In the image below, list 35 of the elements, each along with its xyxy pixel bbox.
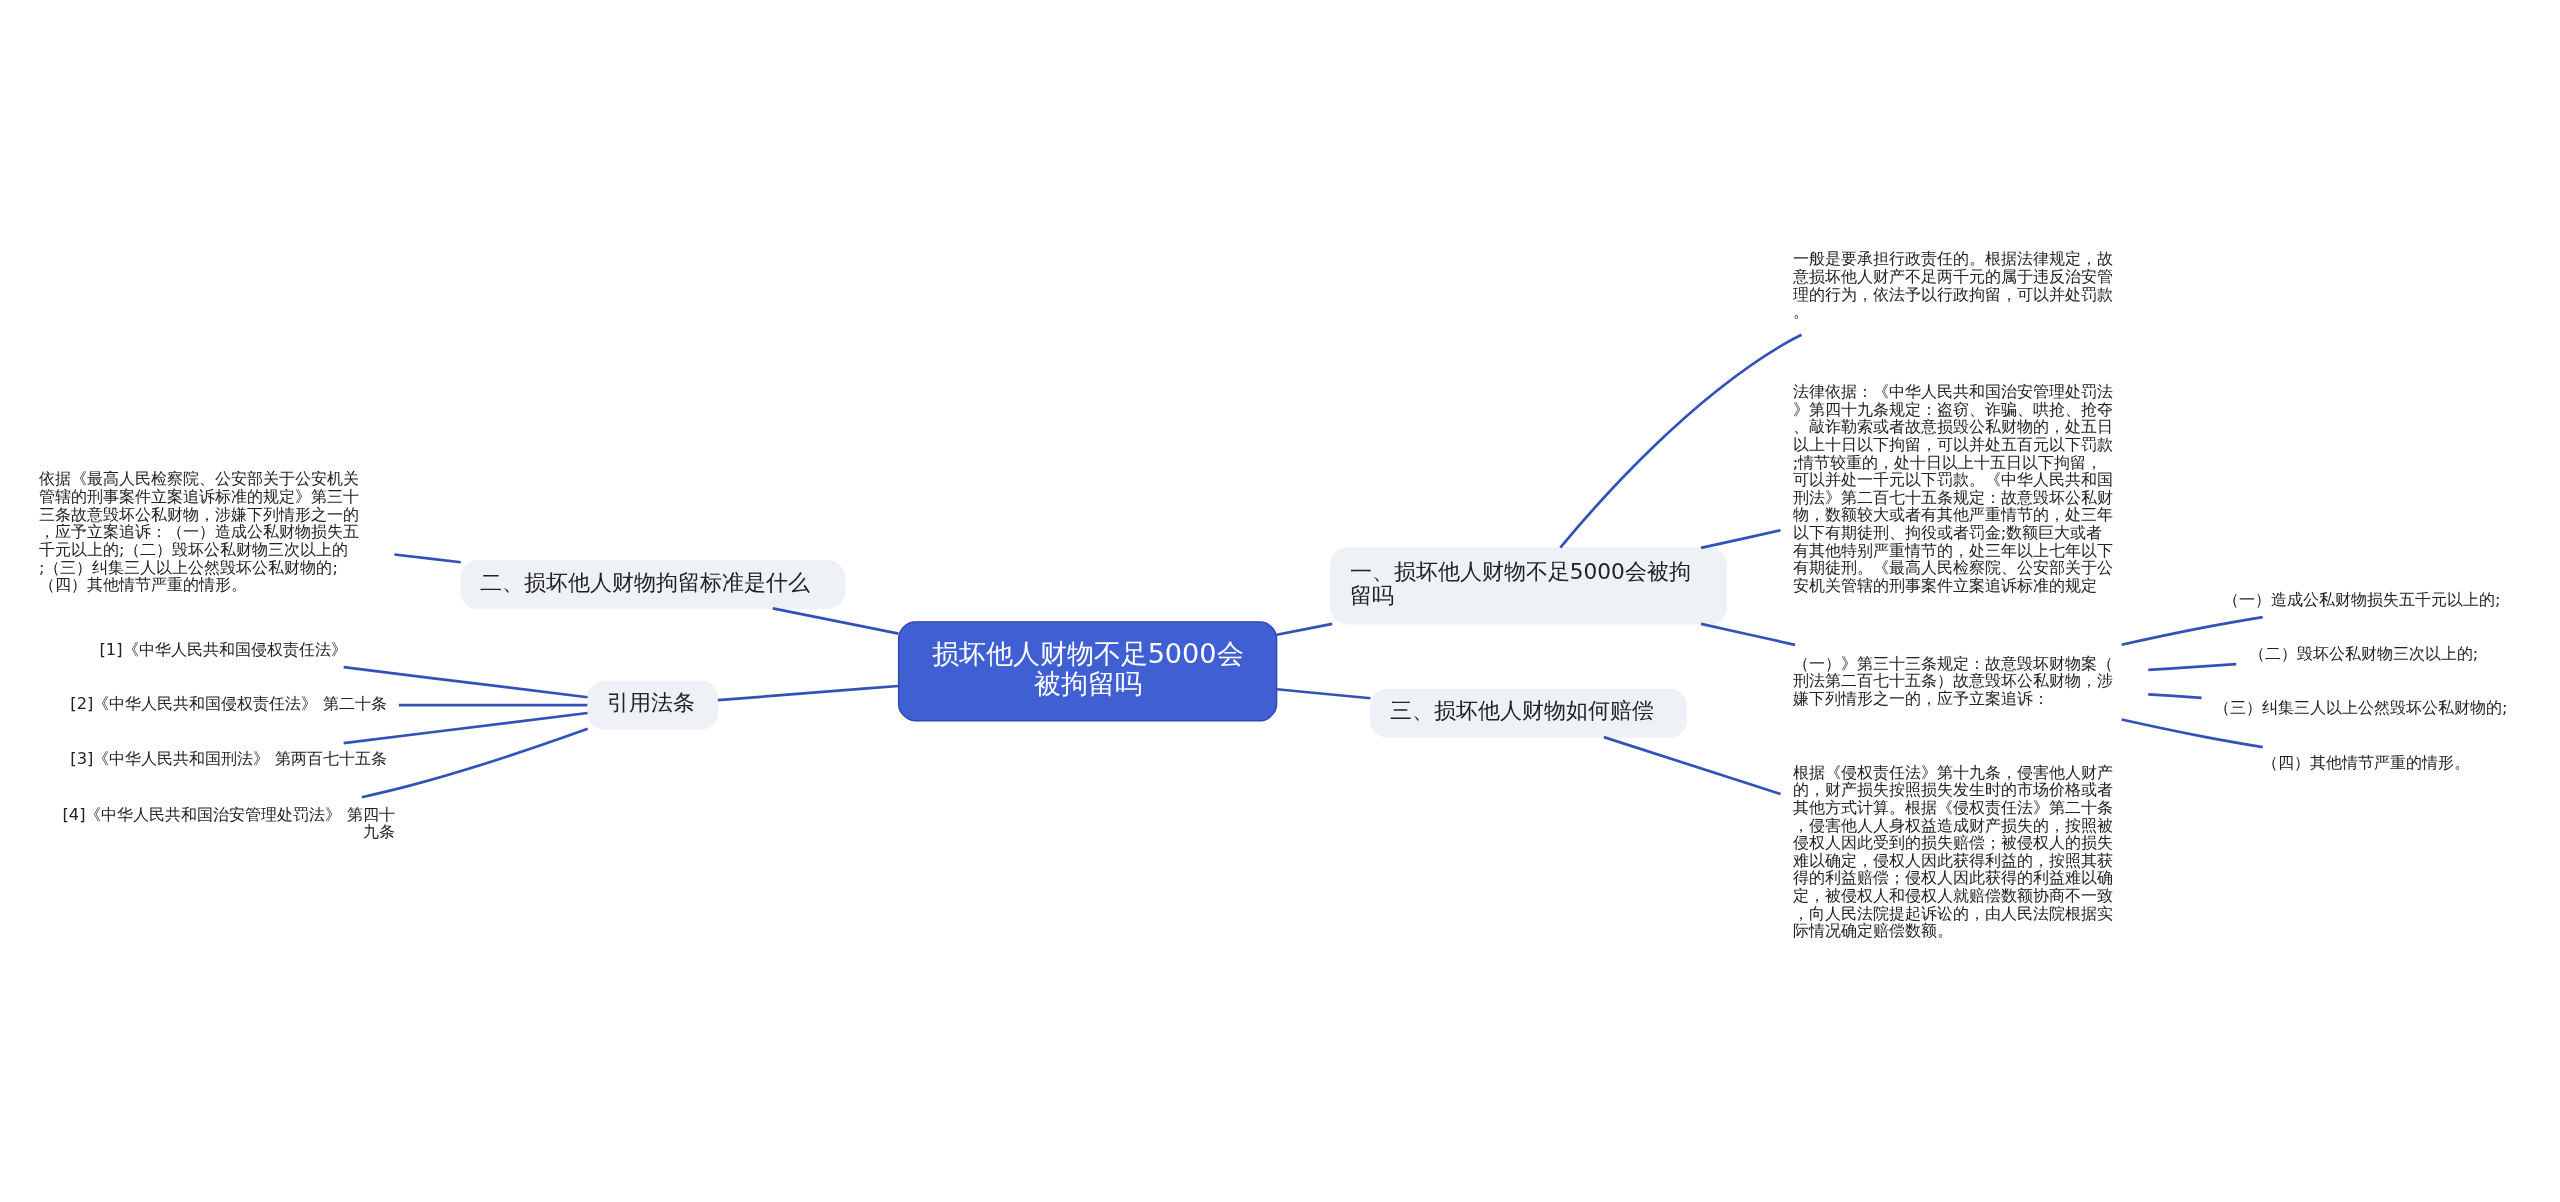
node-box: 引用法条	[587, 680, 719, 730]
connector	[1559, 333, 1803, 548]
node-box: 三、损坏他人财物如何赔偿	[1370, 688, 1688, 738]
connector	[1700, 528, 1781, 549]
node-box: 二、损坏他人财物拘留标准是什么	[460, 559, 846, 609]
connector	[717, 684, 899, 701]
connector	[2121, 615, 2263, 646]
node-text: （一）造成公私财物损失五千元以上的;	[2222, 589, 2501, 609]
node-text: [4]《中华人民共和国治安管理处罚法》 第四十九条	[62, 804, 395, 841]
node-text: 法律依据：《中华人民共和国治安管理处罚法》第四十九条规定：盗窃、诈骗、哄抢、抢夺、敲诈勒索或者故意损毁公私财物的，处五日以上十日以下拘留，可以并处五百元以下罚款;情节较重的，处十日以上十五日以下拘留，可以并处一千元以下罚款。《中华人民共和国刑法》第二百七十五条规定：故意毁坏公私财物，数额较大或者有其他严重情节的，处三年以下有期徒刑、拘役或者罚金;数额巨大或者有其他特别严重情节的，处三年以上七年以下有期徒刑。《最高人民检察院、公安部关于公安机关管辖的刑事案件立案追诉标准的规定	[1792, 381, 2113, 595]
node-text: [2]《中华人民共和国侵权责任法》 第二十条	[70, 693, 387, 713]
node-text: （一）》第三十三条规定：故意毁坏财物案（刑法第二百七十五条）故意毁坏公私财物，涉嫌下列情形之一的，应予立案追诉：	[1792, 653, 2113, 708]
node-text: （四）其他情节严重的情形。	[2262, 752, 2471, 772]
node-text: 一般是要承担行政责任的。根据法律规定，故意损坏他人财产不足两千元的属于违反治安管理的行为，依法予以行政拘留，可以并处罚款。	[1792, 248, 2113, 321]
connector	[1276, 622, 1333, 636]
node-text: （三）纠集三人以上公然毁坏公私财物的;	[2214, 697, 2508, 717]
node-text: 依据《最高人民检察院、公安部关于公安机关管辖的刑事案件立案追诉标准的规定》第三十三条故意毁坏公私财物，涉嫌下列情形之一的，应予立案追诉：（一）造成公私财物损失五千元以上的;（二）毁坏公私财物三次以上的;（三）纠集三人以上公然毁坏公私财物的;（四）其他情节严重的情形。	[39, 468, 360, 594]
connector	[2148, 692, 2202, 699]
connector	[1603, 735, 1781, 795]
connector	[1276, 687, 1371, 700]
connector	[2148, 662, 2237, 671]
connector	[398, 703, 588, 706]
node-text: 根据《侵权责任法》第十九条，侵害他人财产的，财产损失按照损失发生时的市场价格或者其他方式计算。根据《侵权责任法》第二十条，侵害他人人身权益造成财产损失的，按照被侵权人因此受到的损失赔偿；被侵权人的损失难以确定，侵权人因此获得利益的，按照其获得的利益赔偿；侵权人因此获得的利益难以确定，被侵权人和侵权人就赔偿数额协商不一致，向人民法院提起诉讼的，由人民法院根据实际情况确定赔偿数额。	[1792, 762, 2113, 940]
connector	[2121, 717, 2263, 748]
node-text: （二）毁坏公私财物三次以上的;	[2248, 643, 2479, 663]
connector	[343, 665, 588, 699]
connector	[772, 606, 899, 635]
node-text: [1]《中华人民共和国侵权责任法》	[99, 639, 347, 659]
connector	[361, 727, 589, 799]
connector	[394, 552, 461, 564]
connector	[1700, 622, 1796, 646]
node-text: [3]《中华人民共和国刑法》 第两百七十五条	[70, 748, 387, 768]
node-box: 损坏他人财物不足5000会被拘留吗	[897, 620, 1278, 721]
node-box: 一、损坏他人财物不足5000会被拘留吗	[1330, 546, 1728, 625]
connector	[343, 711, 588, 744]
